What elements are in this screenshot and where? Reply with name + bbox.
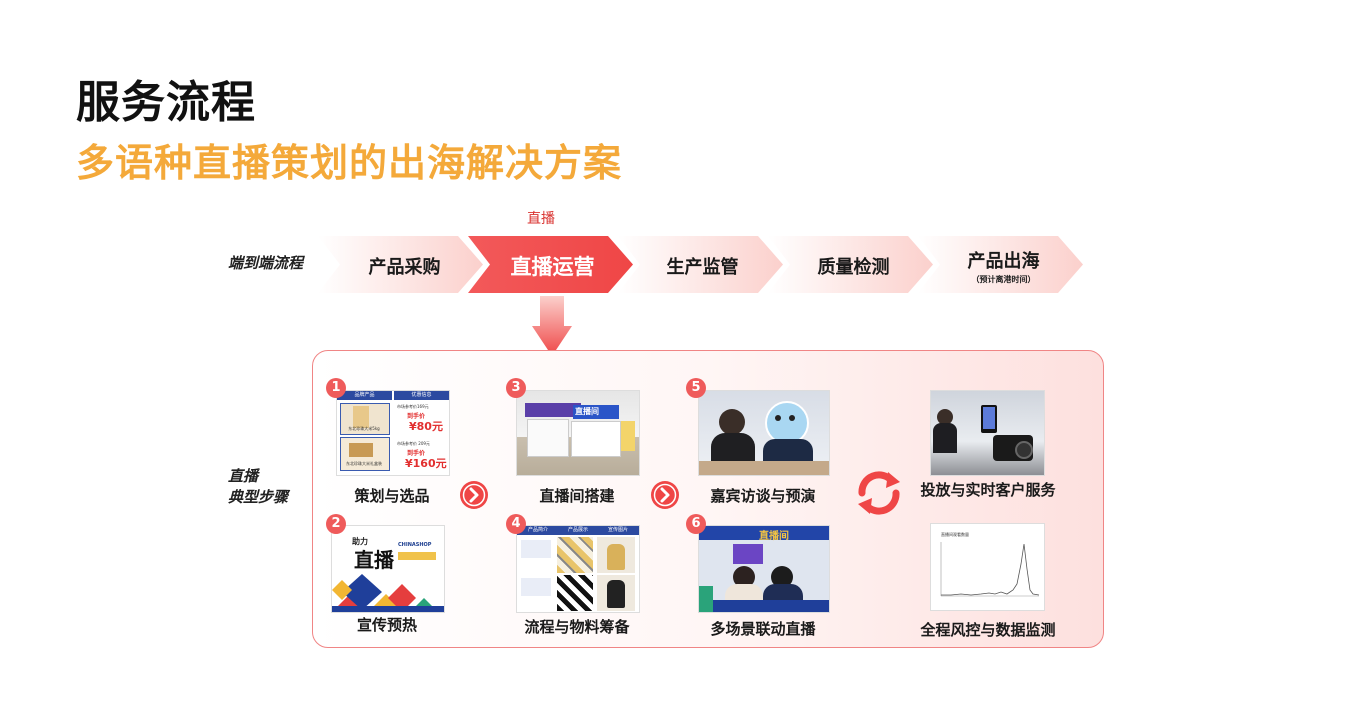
data-monitoring-thumbnail: 直播间观看数量 (930, 523, 1045, 611)
deal-price: ¥160元 (405, 457, 447, 470)
stage-label: 产品出海 (967, 251, 1040, 272)
deal-label: 到手价 (407, 413, 426, 420)
studio-setup-thumbnail: 直播间 (516, 390, 640, 476)
studio-sign: 直播间 (575, 407, 599, 416)
step-caption: 宣传预热 (356, 616, 417, 634)
step-caption: 全程风控与数据监测 (920, 621, 1056, 639)
step-number-badge: 6 (686, 514, 706, 534)
active-stage-caption: 直播 (527, 211, 555, 227)
materials-header: 宣传图片 (607, 527, 628, 533)
step-number-badge: 3 (506, 378, 526, 398)
steps-label: 直播 典型步骤 (228, 466, 288, 508)
stage-export[interactable]: 产品出海 （预计离港时间） (918, 236, 1083, 293)
step-caption: 策划与选品 (354, 487, 430, 505)
down-arrow-icon (532, 296, 572, 356)
multi-scene-live-thumbnail: 直播间 (698, 525, 830, 613)
step-caption: 嘉宾访谈与预演 (710, 487, 816, 505)
stage-chevron-shape (768, 236, 933, 293)
stage-sublabel: （预计离港时间） (971, 275, 1036, 284)
materials-header: 产品简介 (527, 527, 548, 533)
ads-service-thumbnail (930, 390, 1045, 476)
steps-label-line2: 典型步骤 (228, 488, 289, 506)
stage-label: 产品采购 (368, 257, 441, 278)
reference-price: 市场参考价169元 (397, 404, 429, 409)
poster-brand: CHINASHOP (398, 542, 432, 548)
mini-line-chart (940, 542, 1040, 597)
steps-label-line1: 直播 (228, 467, 259, 485)
product-name: 东北珍珠大米礼盒装 (346, 461, 382, 466)
stage-chevron-shape (618, 236, 783, 293)
materials-thumbnail: 产品简介 产品展示 宣传图片 (516, 525, 640, 613)
cycle-icon (858, 471, 900, 515)
stage-procurement[interactable]: 产品采购 (318, 236, 483, 293)
poster-headline: 直播 (354, 548, 394, 572)
flow-label: 端到端流程 (228, 254, 304, 272)
poster-pattern (332, 574, 438, 612)
stage-quality[interactable]: 质量检测 (768, 236, 933, 293)
promotion-poster-thumbnail: 助力 直播 CHINASHOP (331, 525, 445, 613)
step-caption: 多场景联动直播 (710, 620, 816, 638)
reference-price: 市场参考价 209元 (397, 441, 430, 446)
step-caption: 流程与物料筹备 (524, 618, 630, 636)
materials-header: 产品展示 (567, 527, 588, 533)
step-caption: 投放与实时客户服务 (920, 481, 1056, 499)
table-header: 优惠信息 (411, 392, 432, 398)
deal-label: 到手价 (407, 450, 426, 457)
step-number-badge: 5 (686, 378, 706, 398)
stage-production[interactable]: 生产监管 (618, 236, 783, 293)
step-number-badge: 2 (326, 514, 346, 534)
table-header: 品牌产品 (354, 392, 375, 398)
stage-chevron-shape (318, 236, 483, 293)
page-title: 服务流程 (76, 77, 256, 128)
stage-label: 生产监管 (666, 257, 739, 278)
product-name: 东北珍珠大米5kg (348, 426, 380, 431)
deal-price: ¥80元 (409, 420, 443, 433)
product-selection-thumbnail: 品牌产品 优惠信息 东北珍珠大米5kg 市场参考价169元 到手价 ¥80元 东… (336, 390, 450, 476)
stage-chevron-shape (468, 236, 633, 293)
stage-chevron-shape (918, 236, 1083, 293)
guest-interview-thumbnail (698, 390, 830, 476)
stage-live-operation[interactable]: 直播运营 (468, 236, 633, 293)
next-arrow-icon (460, 481, 488, 509)
mini-chart-title: 直播间观看数量 (941, 532, 969, 537)
page-subtitle: 多语种直播策划的出海解决方案 (76, 140, 623, 185)
stage-label: 质量检测 (817, 257, 890, 278)
step-number-badge: 4 (506, 514, 526, 534)
live-sign: 直播间 (759, 531, 789, 542)
step-caption: 直播间搭建 (539, 487, 615, 505)
stage-label: 直播运营 (510, 255, 595, 279)
step-number-badge: 1 (326, 378, 346, 398)
next-arrow-icon (651, 481, 679, 509)
poster-tag: 助力 (352, 537, 368, 546)
